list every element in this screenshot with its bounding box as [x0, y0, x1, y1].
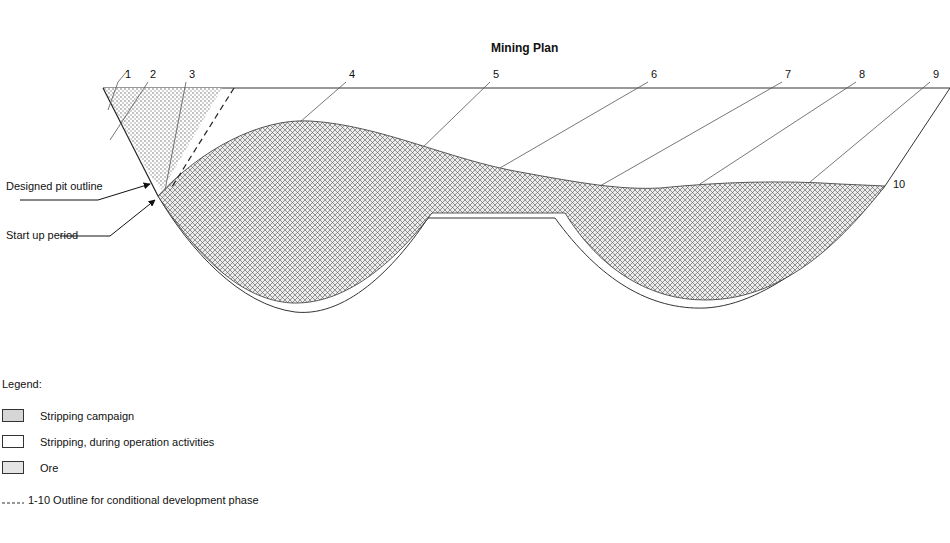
phase-number: 6: [651, 68, 657, 81]
legend-heading: Legend:: [2, 378, 42, 391]
legend-swatch: [2, 409, 24, 422]
legend-swatch: [2, 435, 24, 448]
phase-number: 1: [125, 68, 131, 81]
phase-number: 8: [859, 68, 865, 81]
pointer-label: Designed pit outline: [6, 180, 103, 193]
phase-outline: [170, 88, 234, 190]
legend-text: 1-10 Outline for conditional development…: [28, 494, 259, 507]
phase-number: 10: [893, 178, 905, 191]
phase-number: 2: [150, 68, 156, 81]
phase-number: 5: [493, 68, 499, 81]
ground-line: [103, 88, 950, 89]
ore-body: [158, 121, 885, 303]
pointer-label: Start up period: [6, 229, 78, 242]
diagram-title: Mining Plan: [491, 42, 558, 55]
leader-lines: [108, 70, 930, 190]
phase-number: 4: [349, 68, 355, 81]
phase-number: 3: [189, 68, 195, 81]
legend-text: Stripping campaign: [40, 410, 134, 423]
pit-wall: [885, 88, 950, 186]
phase-number: 9: [933, 68, 939, 81]
legend-swatch: [2, 461, 24, 474]
pit-wall: [103, 88, 158, 196]
phase-number: 7: [785, 68, 791, 81]
legend-text: Ore: [40, 462, 58, 475]
legend-line-sample: [2, 503, 24, 504]
legend-text: Stripping, during operation activities: [40, 436, 214, 449]
